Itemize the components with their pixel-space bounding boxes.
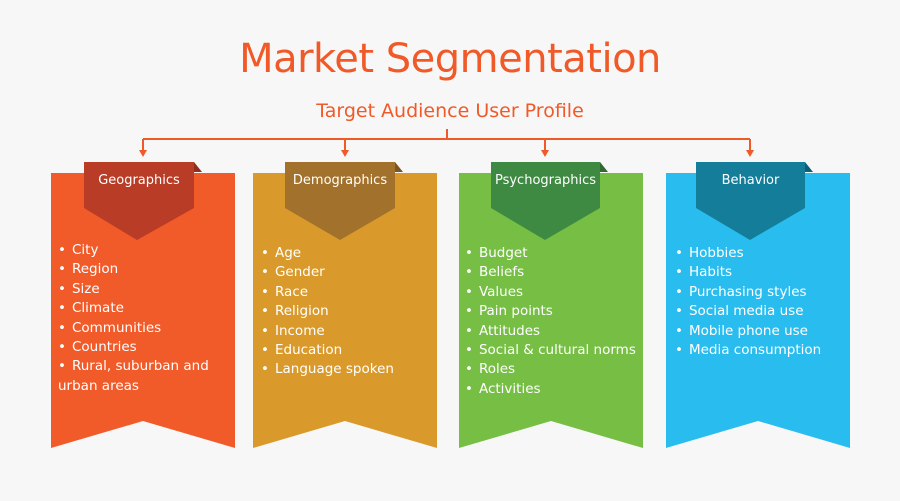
banner-tab	[491, 162, 600, 240]
list-item: Social & cultural norms	[465, 341, 640, 360]
arrow-down-icon	[541, 150, 549, 157]
list-item: Education	[261, 341, 431, 360]
list-item: Attitudes	[465, 322, 640, 341]
list-item: Size	[58, 280, 228, 299]
banner-tab-fold	[805, 162, 813, 172]
banner-tab-fold	[194, 162, 202, 172]
arrow-down-icon	[139, 150, 147, 157]
list-item: Language spoken	[261, 360, 431, 379]
arrowheads	[139, 150, 754, 157]
segment-label-demographics: Demographics	[292, 173, 388, 188]
page-title: Market Segmentation	[239, 36, 661, 82]
segment-label-behavior: Behavior	[721, 173, 780, 188]
list-item: Habits	[675, 263, 845, 282]
list-item: Communities	[58, 319, 228, 338]
list-item: Income	[261, 322, 431, 341]
segment-label-psychographics: Psychographics	[494, 173, 596, 188]
list-item: Budget	[465, 244, 640, 263]
list-item: Age	[261, 244, 431, 263]
list-item: Media consumption	[675, 341, 845, 360]
list-item: Rural, suburban and urban areas	[58, 357, 228, 396]
arrow-down-icon	[746, 150, 754, 157]
demographics-list: Age Gender Race Religion Income Educatio…	[261, 244, 431, 380]
list-item: Race	[261, 283, 431, 302]
list-item: Values	[465, 283, 640, 302]
banner-tab	[84, 162, 194, 240]
list-item: Gender	[261, 263, 431, 282]
segment-label-geographics: Geographics	[98, 173, 180, 188]
page-subtitle: Target Audience User Profile	[316, 100, 584, 122]
list-item: Mobile phone use	[675, 322, 845, 341]
list-item: Beliefs	[465, 263, 640, 282]
list-item: City	[58, 241, 228, 260]
psychographics-list: Budget Beliefs Values Pain points Attitu…	[465, 244, 640, 399]
list-item: Region	[58, 260, 228, 279]
list-item: Pain points	[465, 302, 640, 321]
banner-tab	[696, 162, 805, 240]
behavior-list: Hobbies Habits Purchasing styles Social …	[675, 244, 845, 360]
connector-lines	[142, 129, 751, 151]
list-item: Roles	[465, 360, 640, 379]
list-item: Activities	[465, 380, 640, 399]
arrow-down-icon	[341, 150, 349, 157]
banner-tab	[285, 162, 395, 240]
list-item: Purchasing styles	[675, 283, 845, 302]
list-item: Climate	[58, 299, 228, 318]
list-item: Religion	[261, 302, 431, 321]
banner-tab-fold	[600, 162, 608, 172]
geographics-list: City Region Size Climate Communities Cou…	[58, 241, 228, 396]
banner-tab-fold	[395, 162, 403, 172]
list-item: Hobbies	[675, 244, 845, 263]
list-item: Countries	[58, 338, 228, 357]
list-item: Social media use	[675, 302, 845, 321]
